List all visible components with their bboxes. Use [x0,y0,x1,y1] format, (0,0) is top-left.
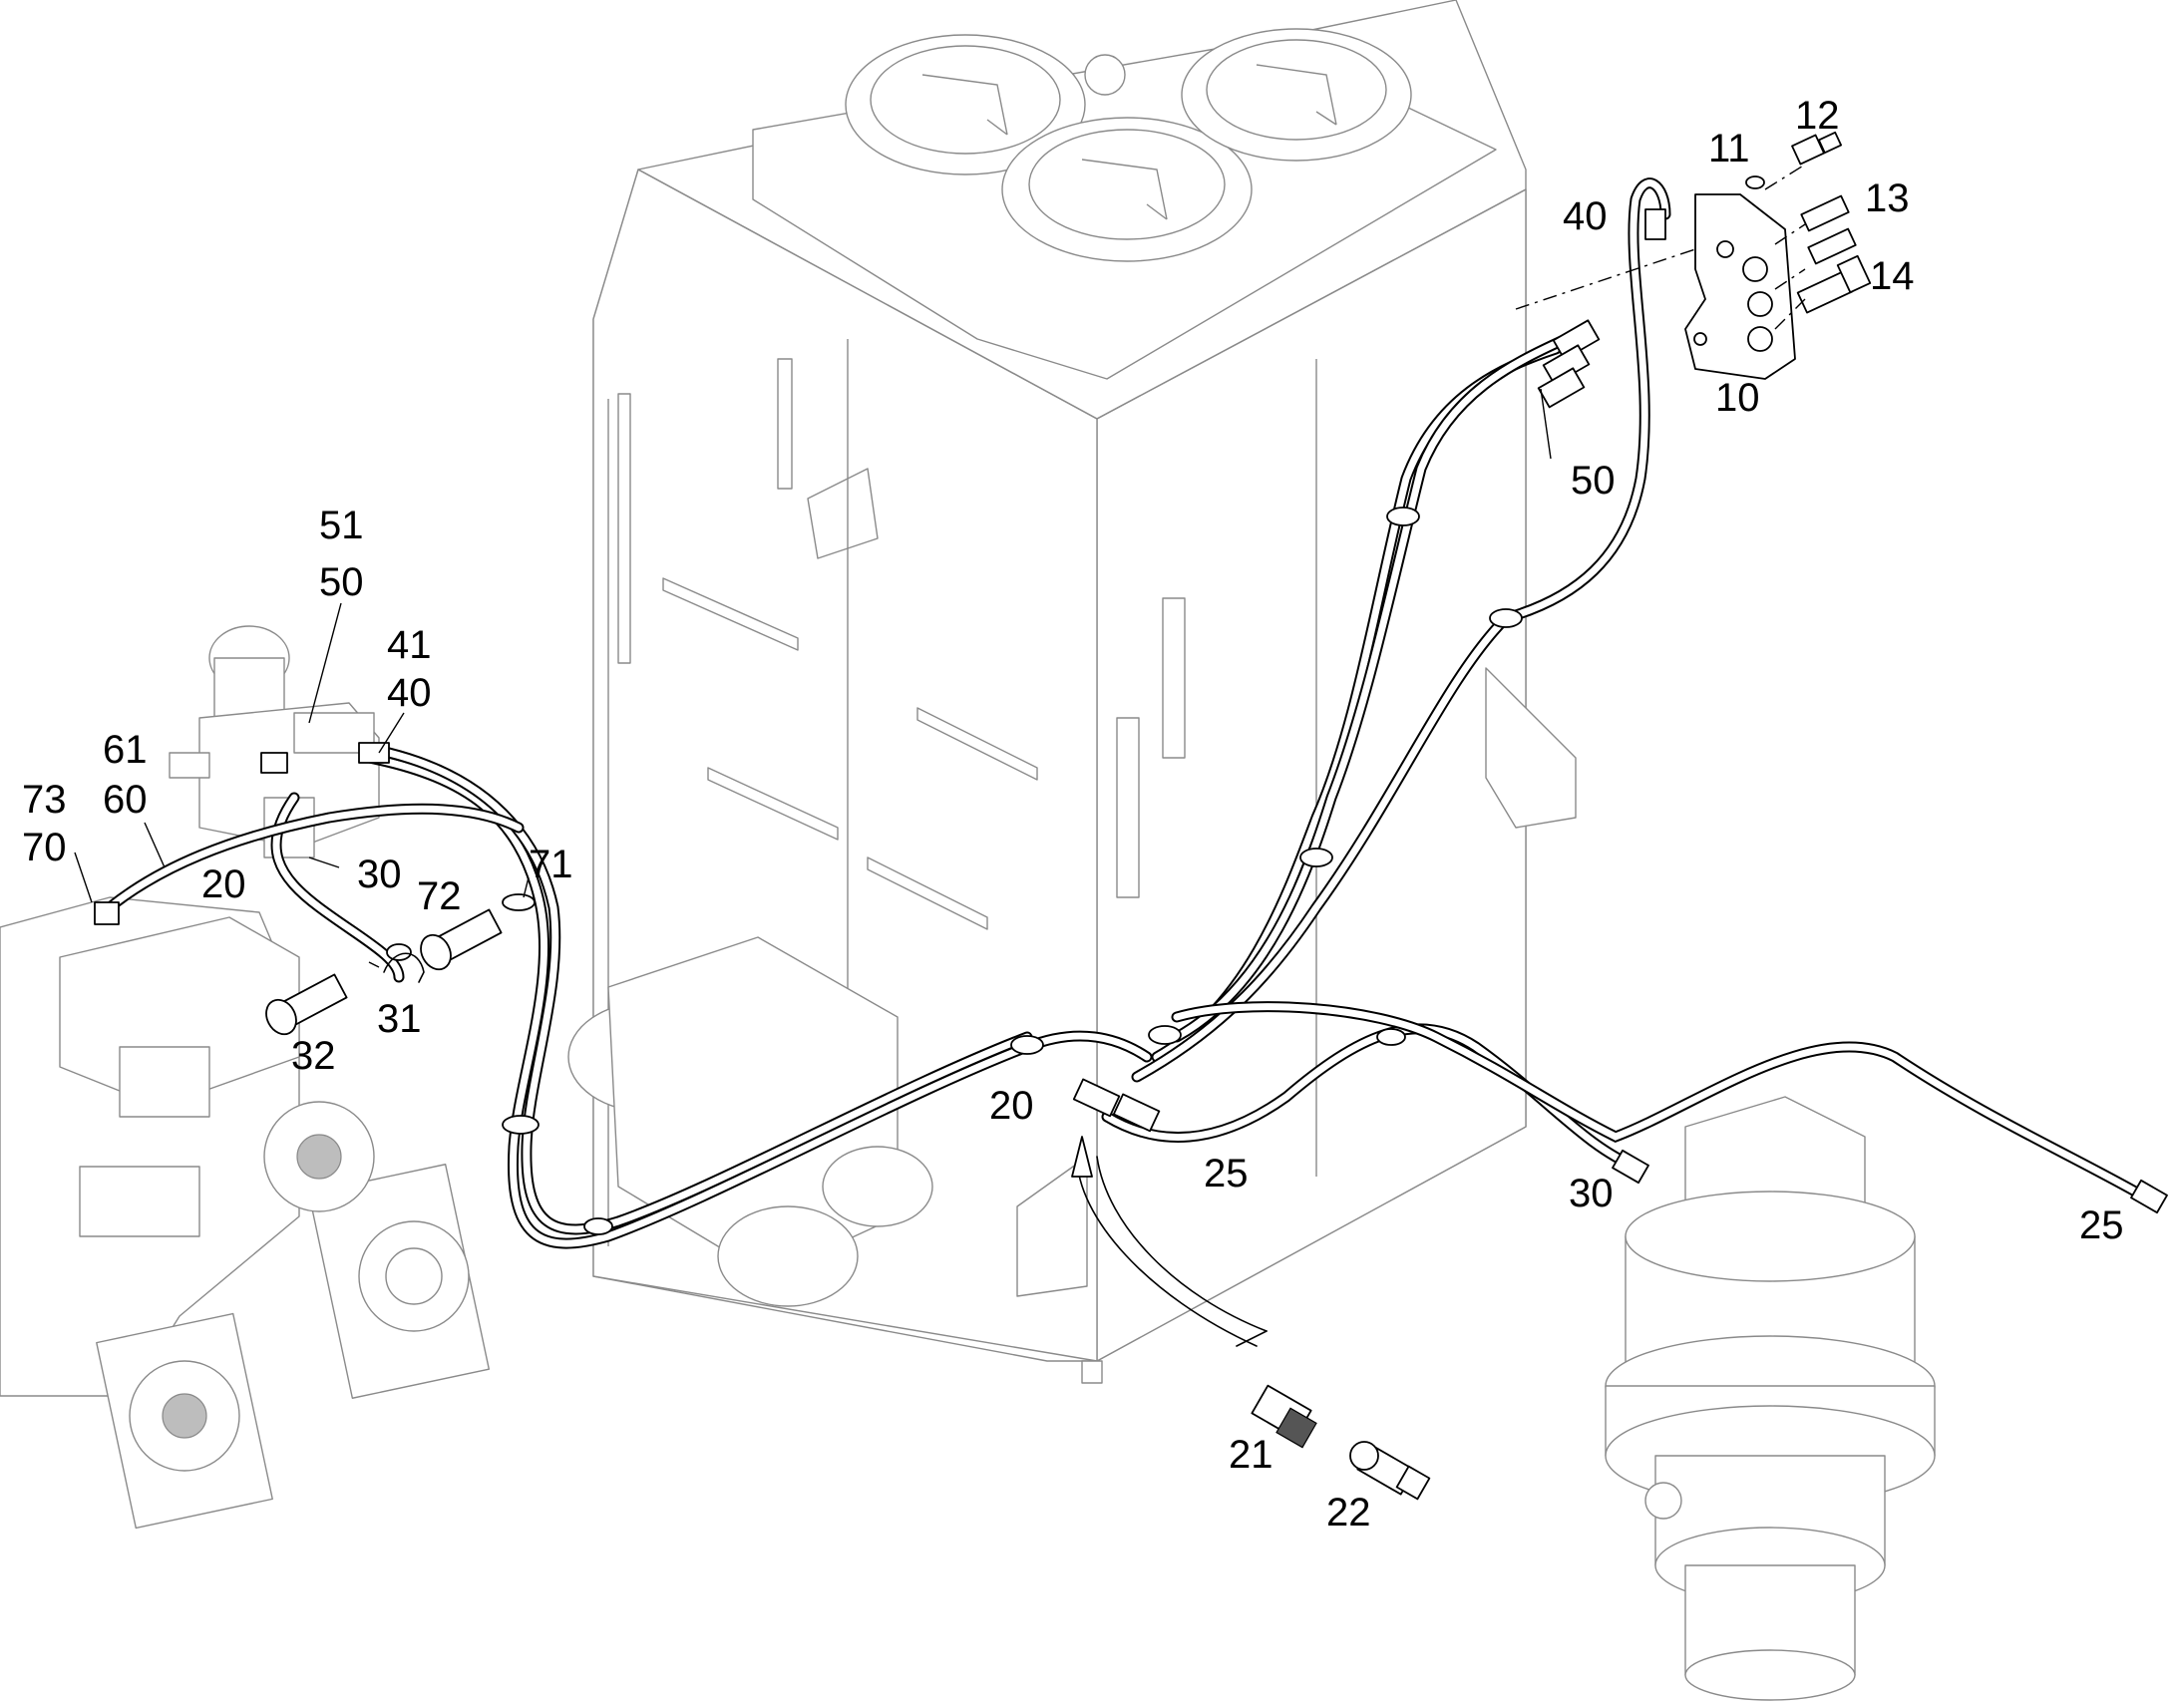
bracket-10 [1684,193,1796,380]
callout-72: 72 [417,874,462,918]
callout-10: 10 [1715,376,1760,420]
callout-25-center: 25 [1204,1152,1249,1196]
travel-gear-motor [1605,1096,1936,1701]
callout-71: 71 [529,843,573,886]
callout-50-left: 50 [319,560,364,604]
callout-14: 14 [1870,254,1915,298]
fittings-13 [1800,194,1857,265]
elbow-14 [1796,254,1872,314]
callout-31: 31 [377,997,422,1041]
adapter-21 [1251,1384,1317,1449]
callout-13: 13 [1865,176,1910,220]
callout-32: 32 [291,1034,336,1078]
pump-unit [0,896,491,1530]
callout-40-top: 40 [1563,194,1608,238]
callout-51: 51 [319,504,364,547]
callout-12: 12 [1795,94,1840,138]
callout-30-left: 30 [357,853,402,896]
tank-cover-center [1001,117,1253,262]
tank-cover-right [1181,28,1412,162]
exploded-axes [1515,164,1806,330]
valve-block-accumulator [169,625,380,858]
callout-30-right: 30 [1569,1172,1614,1215]
callout-labels: 12 11 13 40 14 10 50 51 50 41 40 61 73 6… [22,94,2124,1535]
callout-50-right: 50 [1571,459,1616,503]
callout-20-left: 20 [201,862,246,906]
screw-32 [265,973,348,1036]
callout-70: 70 [22,826,67,869]
washer-11 [1745,175,1765,189]
callout-40-left: 40 [387,671,432,715]
clamp-31 [368,952,425,983]
tank-cover-left [845,34,1086,175]
leader-lines [74,388,1552,903]
hose-fittings [94,208,2168,1214]
tee-22 [1349,1441,1431,1501]
hose-clamps [386,507,1523,1235]
callout-61: 61 [103,728,148,772]
callout-25-right: 25 [2079,1203,2124,1247]
callout-22: 22 [1326,1491,1371,1535]
callout-20-center: 20 [989,1084,1034,1128]
screw-72 [420,908,503,971]
callout-21: 21 [1229,1433,1273,1477]
callout-41: 41 [387,623,432,667]
callout-73: 73 [22,778,67,822]
callout-60: 60 [103,778,148,822]
screw-12 [1791,131,1843,166]
callout-11: 11 [1708,127,1750,171]
